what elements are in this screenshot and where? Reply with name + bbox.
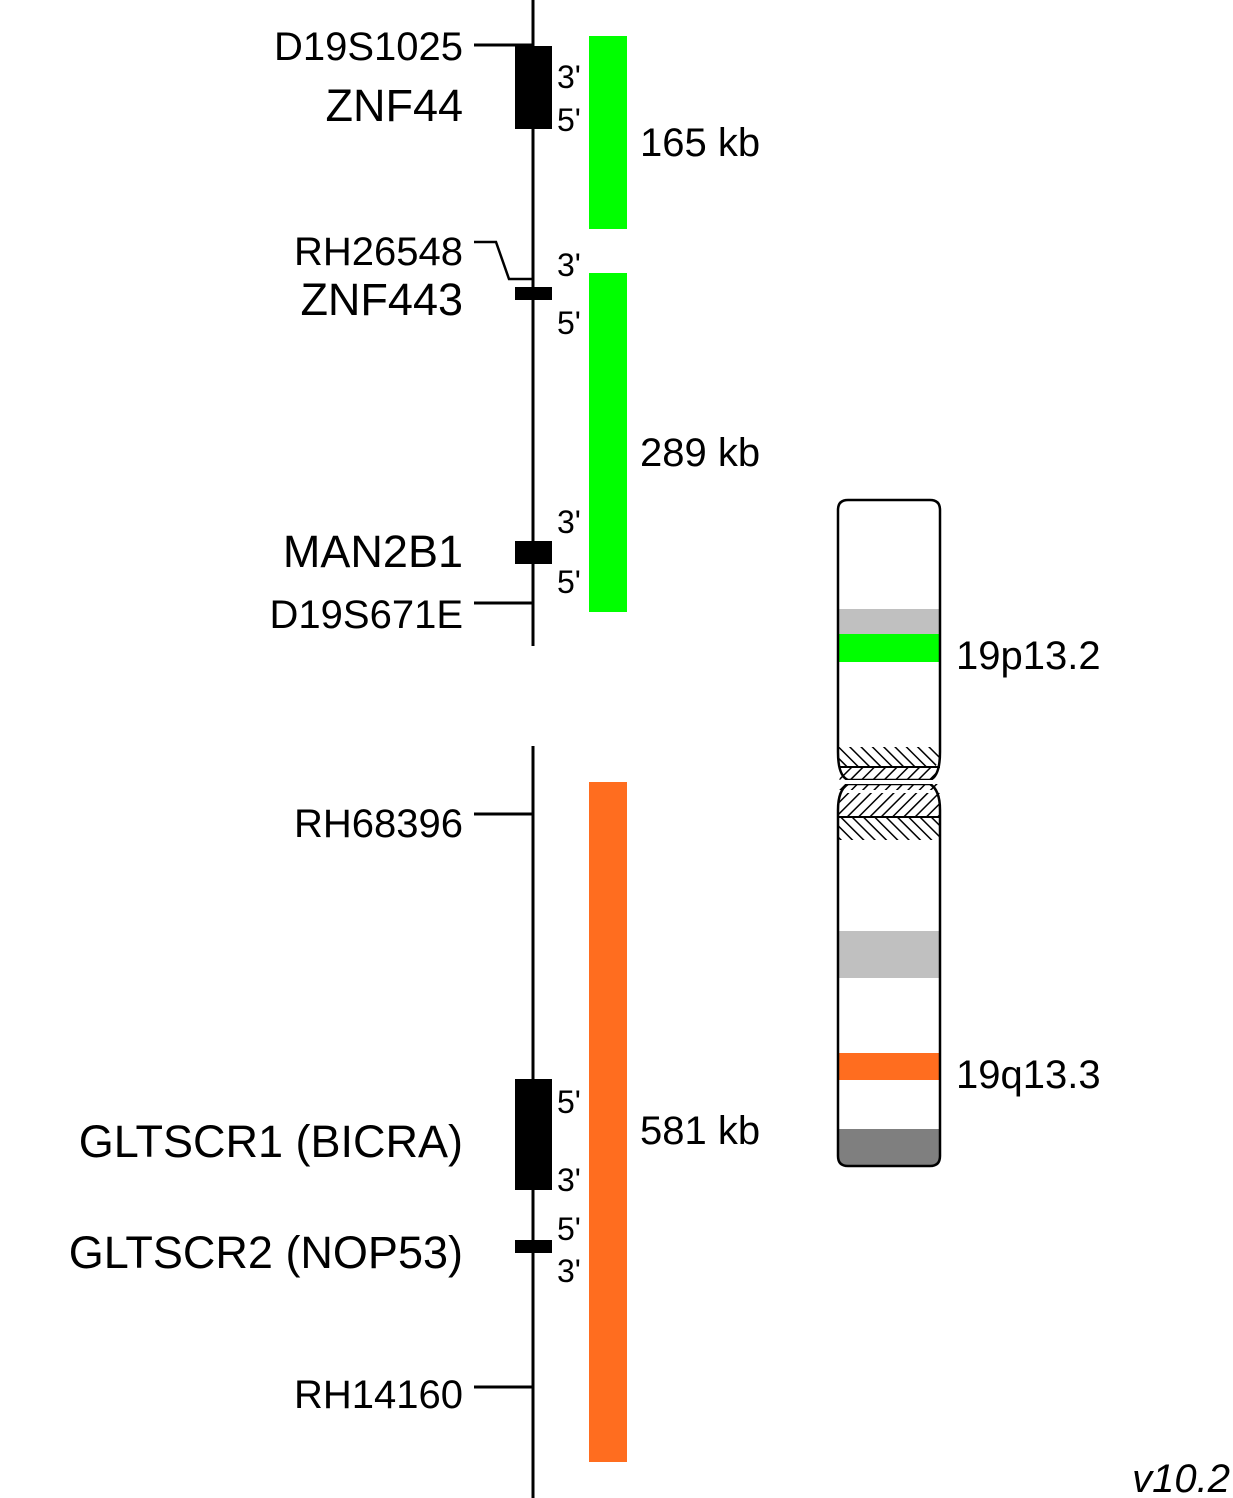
probe-label-165kb: 165 kb	[640, 121, 760, 165]
gene-label-gltscr2: GLTSCR2 (NOP53)	[69, 1227, 463, 1278]
ideogram-band-19q13-3	[838, 1053, 940, 1080]
gene-label-znf443: ZNF443	[300, 274, 463, 325]
marker-label-rh14160: RH14160	[294, 1373, 463, 1417]
gene-label-znf44: ZNF44	[325, 80, 463, 131]
ideogram-centromere-hatch-upper-1	[838, 747, 940, 767]
marker-label-d19s671e: D19S671E	[270, 593, 463, 637]
gene-end-man2b1-top: 3'	[557, 504, 581, 540]
ideogram-light-band-p	[838, 609, 940, 634]
ideogram-light-band-q	[838, 931, 940, 978]
chromosome-19-ideogram: 19p13.2 19q13.3	[836, 498, 1101, 1168]
gene-end-gltscr2-top: 5'	[557, 1211, 581, 1247]
gene-end-man2b1-bottom: 5'	[557, 564, 581, 600]
gene-end-znf44-bottom: 5'	[557, 102, 581, 138]
probe-label-289kb: 289 kb	[640, 431, 760, 475]
gene-end-gltscr1-top: 5'	[557, 1084, 581, 1120]
upper-locus: D19S1025 ZNF44 3' 5' 165 kb RH26548 ZNF4…	[270, 0, 760, 646]
ideogram-centromere-hatch-lower-2	[838, 817, 940, 840]
marker-label-rh26548: RH26548	[294, 230, 463, 274]
gene-block-man2b1	[515, 541, 552, 564]
probe-bar-581kb	[589, 782, 627, 1462]
gene-end-znf44-top: 3'	[557, 59, 581, 95]
gene-block-gltscr2	[515, 1240, 552, 1253]
marker-tick-rh26548	[474, 240, 533, 281]
lower-locus: 581 kb RH68396 GLTSCR1 (BICRA) 5' 3' GLT…	[69, 746, 760, 1498]
version-label: v10.2	[1132, 1457, 1230, 1498]
marker-label-rh68396: RH68396	[294, 802, 463, 846]
gene-end-znf443-bottom: 5'	[557, 305, 581, 341]
ideogram-centromere-hatch-lower-1	[838, 793, 940, 817]
gene-block-znf443	[515, 287, 552, 300]
gene-block-gltscr1	[515, 1079, 552, 1190]
probe-label-581kb: 581 kb	[640, 1109, 760, 1153]
gene-end-znf443-top: 3'	[557, 247, 581, 283]
marker-label-d19s1025: D19S1025	[274, 25, 463, 69]
band-label-19q13-3: 19q13.3	[956, 1053, 1101, 1097]
gene-label-gltscr1: GLTSCR1 (BICRA)	[79, 1116, 463, 1167]
gene-end-gltscr2-bottom: 3'	[557, 1253, 581, 1289]
gene-end-gltscr1-bottom: 3'	[557, 1162, 581, 1198]
band-label-19p13-2: 19p13.2	[956, 634, 1101, 678]
ideogram-centromere-gap	[836, 780, 942, 784]
ideogram-outline-q-arm	[836, 782, 942, 1168]
probe-bar-165kb	[589, 36, 627, 229]
gene-block-znf44	[515, 46, 552, 129]
probe-bar-289kb	[589, 273, 627, 612]
gene-label-man2b1: MAN2B1	[283, 526, 463, 577]
ideogram-band-19p13-2	[838, 634, 940, 662]
ideogram-dark-band-q-terminal	[838, 1129, 940, 1166]
